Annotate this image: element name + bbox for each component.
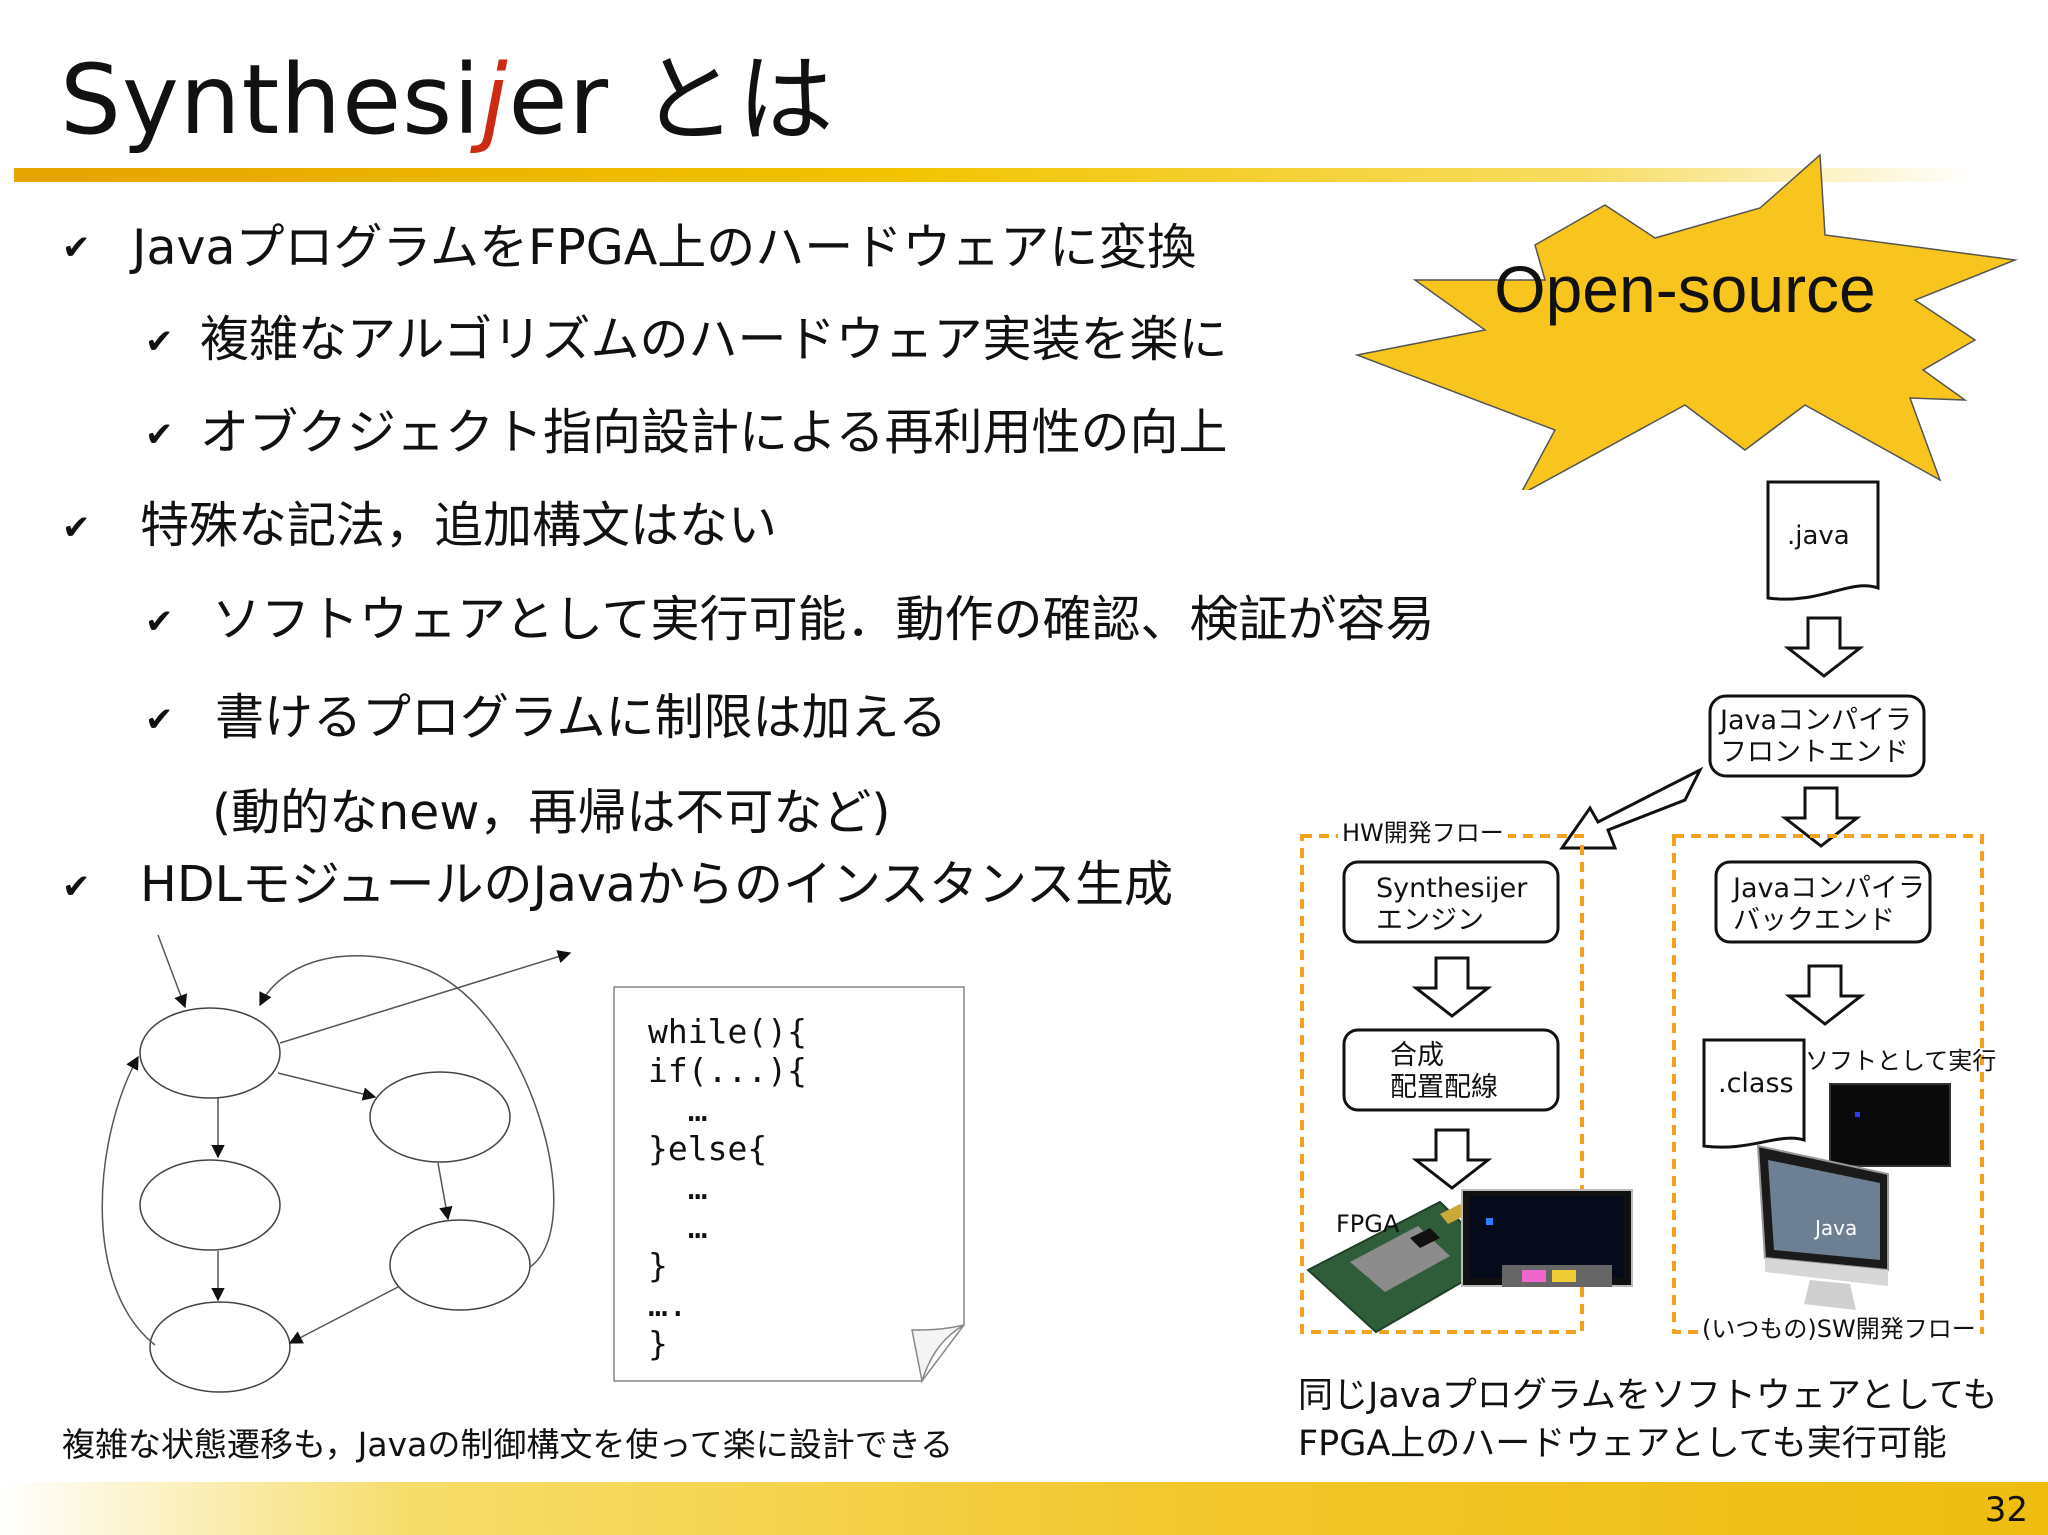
code-line-4: }else{: [648, 1129, 768, 1168]
check-icon: ✔: [145, 602, 174, 642]
check-icon: ✔: [62, 867, 91, 907]
page-number: 32: [1984, 1490, 2028, 1530]
bullet-1-1: 複雑なアルゴリズムのハードウェア実装を楽に: [200, 311, 1228, 368]
down-arrow-icon: [1783, 616, 1865, 678]
burst-shape: [1355, 153, 2018, 490]
frontend-label-1: Javaコンパイラ: [1720, 705, 1913, 736]
state-node-3: [139, 1159, 281, 1251]
page-title: Synthesijer とは: [60, 40, 835, 160]
check-icon: ✔: [62, 228, 91, 268]
title-underline: [14, 168, 1974, 182]
flow-caption-line-1: 同じJavaプログラムをソフトウェアとしても: [1298, 1376, 1998, 1416]
edge-1-out: [279, 950, 572, 1044]
state-node-2: [369, 1071, 511, 1163]
code-line-3: …: [648, 1090, 708, 1129]
class-file-icon: [1702, 1038, 1806, 1149]
title-text-start: Synthesi: [60, 44, 481, 156]
open-source-burst: Open-source: [1355, 153, 2018, 490]
frontend-label-2: フロントエンド: [1720, 737, 1909, 768]
bullet-3: HDLモジュールのJavaからのインスタンス生成: [140, 856, 1173, 913]
document-fold: [911, 1324, 965, 1384]
code-line-6: …: [648, 1207, 708, 1246]
screen-cursor: [1855, 1112, 1860, 1117]
java-logo-label: Java: [1815, 1216, 1858, 1240]
engine-label-2: エンジン: [1376, 905, 1484, 936]
code-line-1: while(){: [648, 1012, 807, 1051]
fpga-label: FPGA: [1336, 1210, 1400, 1238]
state-machine-caption: 複雑な状態遷移も，Javaの制御構文を使って楽に設計できる: [62, 1425, 954, 1464]
monitor-illustration: [1461, 1189, 1633, 1287]
bullet-1: JavaプログラムをFPGA上のハードウェアに変換: [132, 219, 1197, 276]
code-document: [613, 986, 965, 1384]
backend-box: [1714, 860, 1932, 944]
bullet-1-2: オブクジェクト指向設計による再利用性の向上: [200, 404, 1228, 461]
edge-4-1-loop: [259, 954, 555, 1268]
hw-flow-label: HW開発フロー: [1338, 817, 1508, 849]
bullet-2-2: 書けるプログラムに制限は加える: [215, 689, 948, 746]
document-outline: [613, 986, 965, 1382]
state-node-5: [149, 1301, 291, 1393]
diagonal-arrow-icon: [1559, 766, 1704, 850]
backend-label-1: Javaコンパイラ: [1733, 873, 1926, 904]
check-icon: ✔: [62, 508, 91, 548]
synthesijer-engine-box: [1342, 860, 1560, 944]
frontend-box: [1708, 694, 1926, 778]
down-arrow-icon: [1411, 1128, 1493, 1190]
class-file-label: .class: [1718, 1068, 1794, 1099]
burst-text: Open-source: [1494, 252, 1876, 326]
java-file-icon: [1766, 480, 1880, 601]
imac-illustration: [1756, 1144, 1889, 1310]
synthesis-box: [1342, 1028, 1560, 1112]
edge-4-5: [288, 1286, 399, 1344]
synthesis-label-1: 合成: [1390, 1040, 1444, 1071]
bullet-2-2-note: (動的なnew，再帰は不可など): [212, 784, 891, 841]
check-icon: ✔: [145, 415, 174, 455]
edge-2-4: [437, 1162, 453, 1221]
edge-1-2: [277, 1072, 377, 1101]
code-line-5: …: [648, 1168, 708, 1207]
code-line-9: }: [648, 1324, 668, 1363]
down-arrow-icon: [1784, 964, 1866, 1026]
synthesis-label-2: 配置配線: [1390, 1072, 1498, 1103]
edge-entry: [157, 934, 188, 1009]
run-as-software-label: ソフトとして実行: [1805, 1047, 1997, 1075]
down-arrow-icon: [1411, 956, 1493, 1018]
engine-label-1: Synthesijer: [1376, 873, 1528, 904]
title-text-end: er とは: [508, 44, 835, 156]
state-node-4: [389, 1219, 531, 1311]
bullet-2-1: ソフトウェアとして実行可能．動作の確認、検証が容易: [212, 591, 1435, 648]
code-line-8: ….: [648, 1285, 688, 1324]
state-node-1: [139, 1007, 281, 1099]
sw-flow-label: (いつもの)SW開発フロー: [1698, 1313, 1980, 1345]
state-machine-diagram: [101, 934, 572, 1393]
down-arrow-icon: [1780, 786, 1862, 848]
code-line-2: if(...){: [648, 1051, 807, 1090]
bullet-2: 特殊な記法，追加構文はない: [140, 497, 778, 554]
code-line-7: }: [648, 1246, 668, 1285]
flow-caption-line-2: FPGA上のハードウェアとしても実行可能: [1298, 1424, 1947, 1464]
sw-run-screen: [1829, 1083, 1951, 1167]
check-icon: ✔: [145, 700, 174, 740]
footer-band: [0, 1482, 2048, 1535]
edge-5-1-loop: [101, 1055, 156, 1346]
check-icon: ✔: [145, 322, 174, 362]
backend-label-2: バックエンド: [1733, 905, 1895, 936]
java-file-label: .java: [1787, 521, 1850, 551]
title-j-accent: j: [480, 44, 509, 156]
